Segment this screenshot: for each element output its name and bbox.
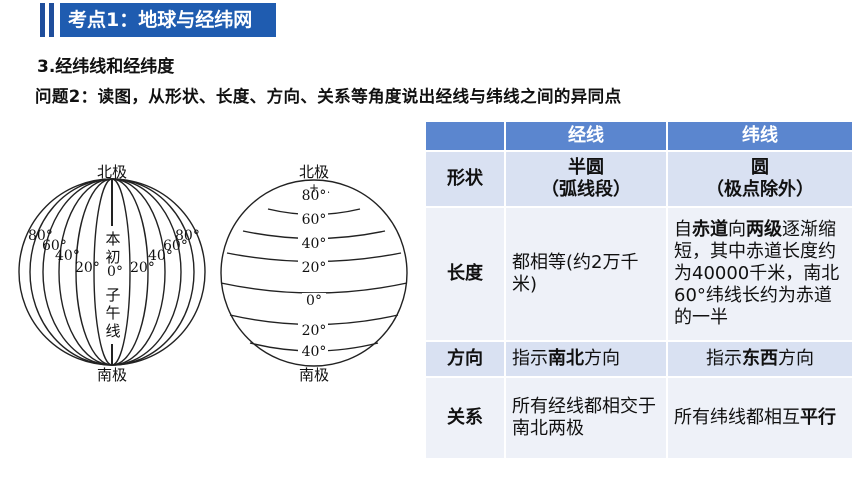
meridian-line [29,178,195,366]
latitude-label: 40° [302,236,327,252]
longitude-label-west: 80° [28,228,53,244]
table-header-row: 经线 纬线 [424,120,854,152]
pole-marker: + [309,181,319,195]
latitude-label: 20° [302,260,327,276]
text-run: 所有纬线都相互 [674,407,800,428]
prime-meridian-char: 午 [105,304,120,322]
text-run: 平行 [800,407,836,428]
comparison-table: 经线 纬线 形状 半圆 （弧线段） 圆 （极点除外） 长度 都相等(约2万千米)… [424,120,854,460]
prime-meridian-char: 本 [105,230,120,248]
row-label: 关系 [424,376,506,460]
cell-line: 圆 [751,157,769,178]
label-mask [104,286,122,344]
text-run: 向 [728,219,746,240]
cell-parallel-shape: 圆 （极点除外） [666,150,854,208]
label-mask [298,344,328,358]
longitude-label-west: 60° [42,238,67,254]
longitude-label-west: 40° [55,248,80,264]
prime-meridian-char: 初 [105,248,120,266]
table-row-relation: 关系 所有经线都相交于南北两极 所有纬线都相互平行 [424,376,854,460]
cell-parallel-direction: 指示东西方向 [666,340,854,378]
south-pole-label: 南极 [299,366,329,384]
longitude-label-east: 80° [175,228,200,244]
text-run: 两级 [746,219,782,240]
cell-parallel-length: 自赤道向两级逐渐缩短，其中赤道长度约为40000千米，南北60°纬线长约为赤道的… [666,206,854,342]
latitude-label: 0° [306,293,322,309]
table-row-direction: 方向 指示南北方向 指示东西方向 [424,340,854,378]
table-row-shape: 形状 半圆 （弧线段） 圆 （极点除外） [424,150,854,208]
text-run: 方向 [778,348,814,369]
cell-meridian-shape: 半圆 （弧线段） [504,150,668,208]
longitude-label-west: 20° [75,260,100,276]
cell-meridian-length: 都相等(约2万千米) [504,206,668,342]
prime-meridian-char: 子 [105,286,120,304]
text-run: 逐渐缩短，其中赤道长度约为40000千米，南北60°纬线长约为赤道的一半 [674,219,840,328]
north-pole-label: 北极 [299,163,329,181]
cell-line: （弧线段） [541,179,631,200]
zero-degree-label: 0° [107,264,123,280]
latitude-label: 60° [302,212,327,228]
label-mask [298,212,328,226]
globe-diagrams: 北极 南极 本 初 子 午 线 0° 80° 60° 40° 20° 20° 4… [18,163,408,384]
header-cell: 经线 [504,120,668,152]
slide-title: 考点1：地球与经纬网 [60,3,276,37]
longitude-label-east: 20° [130,260,155,276]
latitude-label: 40° [302,344,327,360]
text-run: 赤道 [692,219,728,240]
cell-line: 半圆 [568,157,604,178]
title-accent-bar-1 [40,3,45,37]
latitude-label: 20° [302,323,327,339]
label-mask [104,226,122,286]
longitude-label-east: 40° [148,248,173,264]
text-run: 指示 [512,348,548,369]
table-row-length: 长度 都相等(约2万千米) 自赤道向两级逐渐缩短，其中赤道长度约为40000千米… [424,206,854,342]
label-mask [298,323,328,337]
cell-meridian-direction: 指示南北方向 [504,340,668,378]
cell-line: （极点除外） [706,179,814,200]
text-run: 东西 [742,348,778,369]
longitude-label-east: 60° [163,238,188,254]
text-run: 指示 [706,348,742,369]
header-cell: 纬线 [666,120,854,152]
row-label: 方向 [424,340,506,378]
latitude-label: 80° [302,188,327,204]
south-pole-label: 南极 [97,366,127,384]
title-accent-bar-2 [49,3,54,37]
cell-meridian-relation: 所有经线都相交于南北两极 [504,376,668,460]
north-pole-label: 北极 [97,163,127,181]
parallel-line [220,282,408,294]
prime-meridian-char: 线 [105,322,120,340]
text-run: 方向 [584,348,620,369]
label-mask [298,188,328,202]
row-label: 长度 [424,206,506,342]
text-run: 南北 [548,348,584,369]
label-mask [302,293,326,307]
header-cell [424,120,506,152]
row-label: 形状 [424,150,506,208]
question-text: 问题2：读图，从形状、长度、方向、关系等角度说出经线与纬线之间的异同点 [35,87,622,106]
section-subtitle: 3.经纬线和经纬度 [37,57,175,77]
label-mask [298,236,328,250]
parallel-globe-outline [220,179,408,367]
label-mask [298,260,328,274]
cell-parallel-relation: 所有纬线都相互平行 [666,376,854,460]
text-run: 自 [674,219,692,240]
